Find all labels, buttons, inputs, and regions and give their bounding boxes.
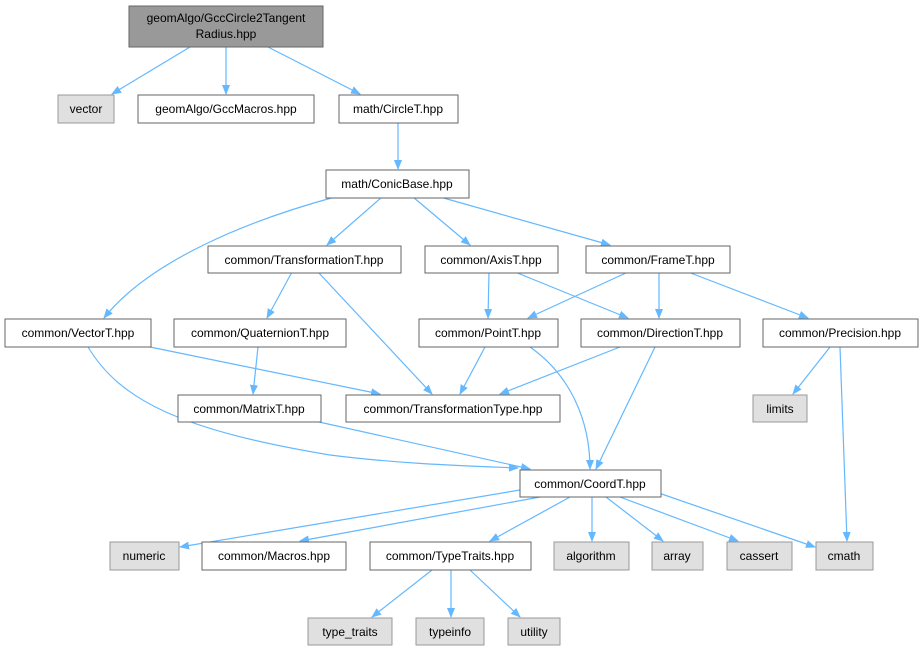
edge-pointt-transformationtype [459,346,486,395]
node-circlet[interactable]: math/CircleT.hpp [338,94,459,124]
edge-framet-precision [687,271,809,319]
node-transformationtype[interactable]: common/TransformationType.hpp [345,394,561,423]
edge-root-circlet [267,46,361,95]
edge-typetraits-utility [469,569,521,618]
node-precision[interactable]: common/Precision.hpp [762,318,919,348]
node-transformationt-label: common/TransformationT.hpp [225,253,384,267]
node-typetraits[interactable]: common/TypeTraits.hpp [369,541,532,571]
edge-transformationt-transformationtype [317,271,433,395]
node-type_traits[interactable]: type_traits [307,617,393,646]
node-array-label: array [663,549,690,563]
node-vector-label: vector [70,102,103,116]
node-algorithm-label: algorithm [566,549,615,563]
edge-precision-cmath [839,346,851,542]
node-numeric[interactable]: numeric [109,541,180,571]
edge-axist-pointt [484,271,493,319]
node-algorithm[interactable]: algorithm [553,541,630,571]
node-axist-label: common/AxisT.hpp [440,253,542,267]
node-typeinfo-label: typeinfo [429,625,471,639]
edge-transformationt-quaterniont [266,271,293,319]
node-conicbase[interactable]: math/ConicBase.hpp [325,169,470,199]
node-typetraits-label: common/TypeTraits.hpp [386,549,515,563]
node-quaterniont-label: common/QuaternionT.hpp [191,326,329,340]
edge-coordt-array [605,496,664,542]
node-axist[interactable]: common/AxisT.hpp [424,245,559,274]
node-array[interactable]: array [651,541,704,571]
node-coordt[interactable]: common/CoordT.hpp [519,469,662,498]
edge-axist-directiont [514,271,629,319]
node-cmath[interactable]: cmath [815,541,874,571]
node-root-label-line2: Radius.hpp [196,27,257,41]
node-framet-label: common/FrameT.hpp [601,253,715,267]
nodes: geomAlgo/GccCircle2Tangent Radius.hpp ve… [4,5,919,646]
node-vector[interactable]: vector [57,94,115,124]
node-vectort[interactable]: common/VectorT.hpp [4,318,152,348]
node-gccmacros[interactable]: geomAlgo/GccMacros.hpp [137,94,315,124]
edge-coordt-macros [299,496,541,544]
node-typeinfo[interactable]: typeinfo [415,617,485,646]
node-coordt-label: common/CoordT.hpp [534,477,646,491]
node-cassert[interactable]: cassert [726,541,793,571]
edge-directiont-transformationtype [499,346,621,395]
node-cmath-label: cmath [828,549,861,563]
node-pointt-label: common/PointT.hpp [435,326,541,340]
edge-precision-limits [792,346,831,395]
edge-vectort-coordt [87,346,519,472]
edge-coordt-cmath [649,489,816,548]
node-utility[interactable]: utility [507,617,561,646]
node-macros-label: common/Macros.hpp [218,549,330,563]
edges [87,46,851,618]
edge-conicbase-vectort [103,196,336,319]
node-directiont-label: common/DirectionT.hpp [597,326,723,340]
node-matrixt[interactable]: common/MatrixT.hpp [177,394,322,423]
node-quaterniont[interactable]: common/QuaternionT.hpp [173,318,347,348]
edge-coordt-numeric [179,489,521,550]
node-root-label-line1: geomAlgo/GccCircle2Tangent [147,11,306,25]
edge-conicbase-framet [439,196,611,247]
edge-quaterniont-matrixt [249,346,259,395]
node-type_traits-label: type_traits [322,625,377,639]
node-macros[interactable]: common/Macros.hpp [201,541,347,571]
edge-coordt-cassert [619,496,739,542]
node-matrixt-label: common/MatrixT.hpp [193,402,305,416]
node-directiont[interactable]: common/DirectionT.hpp [580,318,741,348]
node-conicbase-label: math/ConicBase.hpp [341,177,453,191]
node-framet[interactable]: common/FrameT.hpp [585,245,731,274]
edge-framet-pointt [527,271,629,319]
edge-conicbase-axist [412,196,471,246]
edge-directiont-coordt [595,346,656,470]
node-circlet-label: math/CircleT.hpp [353,102,443,116]
node-pointt[interactable]: common/PointT.hpp [418,318,559,348]
node-vectort-label: common/VectorT.hpp [22,326,135,340]
node-numeric-label: numeric [123,549,166,563]
edge-conicbase-transformationt [326,196,383,246]
edge-coordt-typetraits [489,496,571,542]
edge-vectort-transformationtype [149,346,381,397]
node-limits[interactable]: limits [752,394,808,423]
edge-pointt-coordt [529,346,594,470]
edge-root-vector [111,46,191,95]
node-precision-label: common/Precision.hpp [779,326,901,340]
node-root[interactable]: geomAlgo/GccCircle2Tangent Radius.hpp [128,5,324,48]
node-utility-label: utility [520,625,547,639]
edge-matrixt-coordt [309,419,531,471]
node-cassert-label: cassert [740,549,779,563]
node-transformationt[interactable]: common/TransformationT.hpp [207,245,402,274]
node-limits-label: limits [766,402,793,416]
node-transformationtype-label: common/TransformationType.hpp [364,402,543,416]
node-gccmacros-label: geomAlgo/GccMacros.hpp [155,102,297,116]
edge-typetraits-type_traits [371,569,433,618]
